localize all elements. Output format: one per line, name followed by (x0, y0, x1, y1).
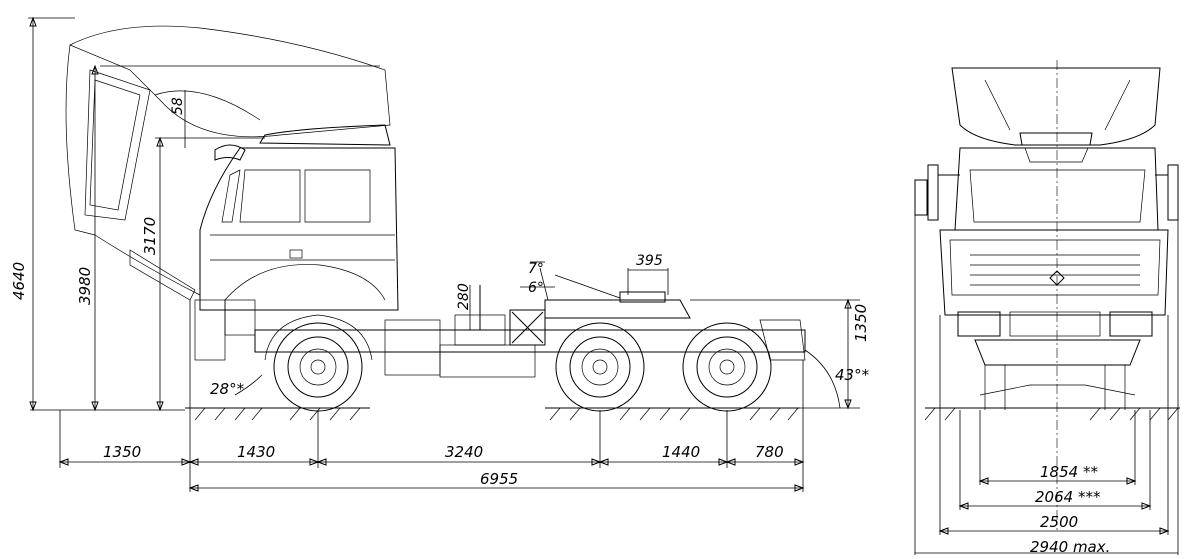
dim-departure-angle: 43°* (835, 366, 870, 384)
side-dimension-lines (29, 16, 852, 492)
truck-cab (194, 124, 399, 361)
front-mirrors (914, 164, 1179, 221)
front-cab (939, 147, 1169, 410)
dim-approach-angle: 28°* (210, 380, 245, 398)
dim-mirror-width: 2940 max. (1030, 538, 1110, 556)
dim-front-track: 1854 ** (1040, 463, 1098, 481)
dim-frame-height: 280 (456, 283, 472, 310)
dim-rear-track: 2064 *** (1035, 488, 1101, 506)
side-view: 4640 3980 3170 58 280 1350 395 7° 6° 28°… (10, 16, 870, 492)
front-dimension-lines (915, 477, 1178, 554)
dim-fifth-wheel-offset: 395 (636, 253, 663, 269)
dim-cab-tilt-height: 3980 (76, 267, 94, 305)
dim-fifth-wheel-height: 1350 (852, 304, 870, 342)
side-extension-lines (28, 17, 860, 492)
rear-wheel-2 (682, 322, 772, 412)
dim-overall-width: 2500 (1040, 513, 1078, 531)
ground-line-side (185, 407, 800, 421)
dim-roof-height: 3170 (141, 217, 159, 255)
tilted-cab-outline (65, 25, 391, 301)
front-wheel (264, 314, 373, 412)
truck-chassis (254, 285, 806, 378)
dim-total-height: 4640 (10, 262, 28, 300)
dim-overall-length: 6955 (480, 470, 518, 488)
dim-rear-overhang: 780 (755, 443, 784, 461)
front-view: 1854 ** 2064 *** 2500 2940 max. (914, 60, 1180, 556)
dim-angle-7: 7° (528, 261, 544, 277)
dim-front-overhang: 1430 (237, 443, 275, 461)
dim-spoiler-offset: 58 (170, 97, 186, 115)
rear-wheel-1 (555, 322, 645, 412)
ground-line-front (924, 407, 1180, 421)
dim-angle-6: 6° (528, 280, 544, 296)
dim-front-overhang-tilt: 1350 (103, 443, 141, 461)
dim-wheelbase: 3240 (445, 443, 483, 461)
front-extension-lines (914, 215, 1179, 555)
dim-tandem-spacing: 1440 (662, 443, 700, 461)
